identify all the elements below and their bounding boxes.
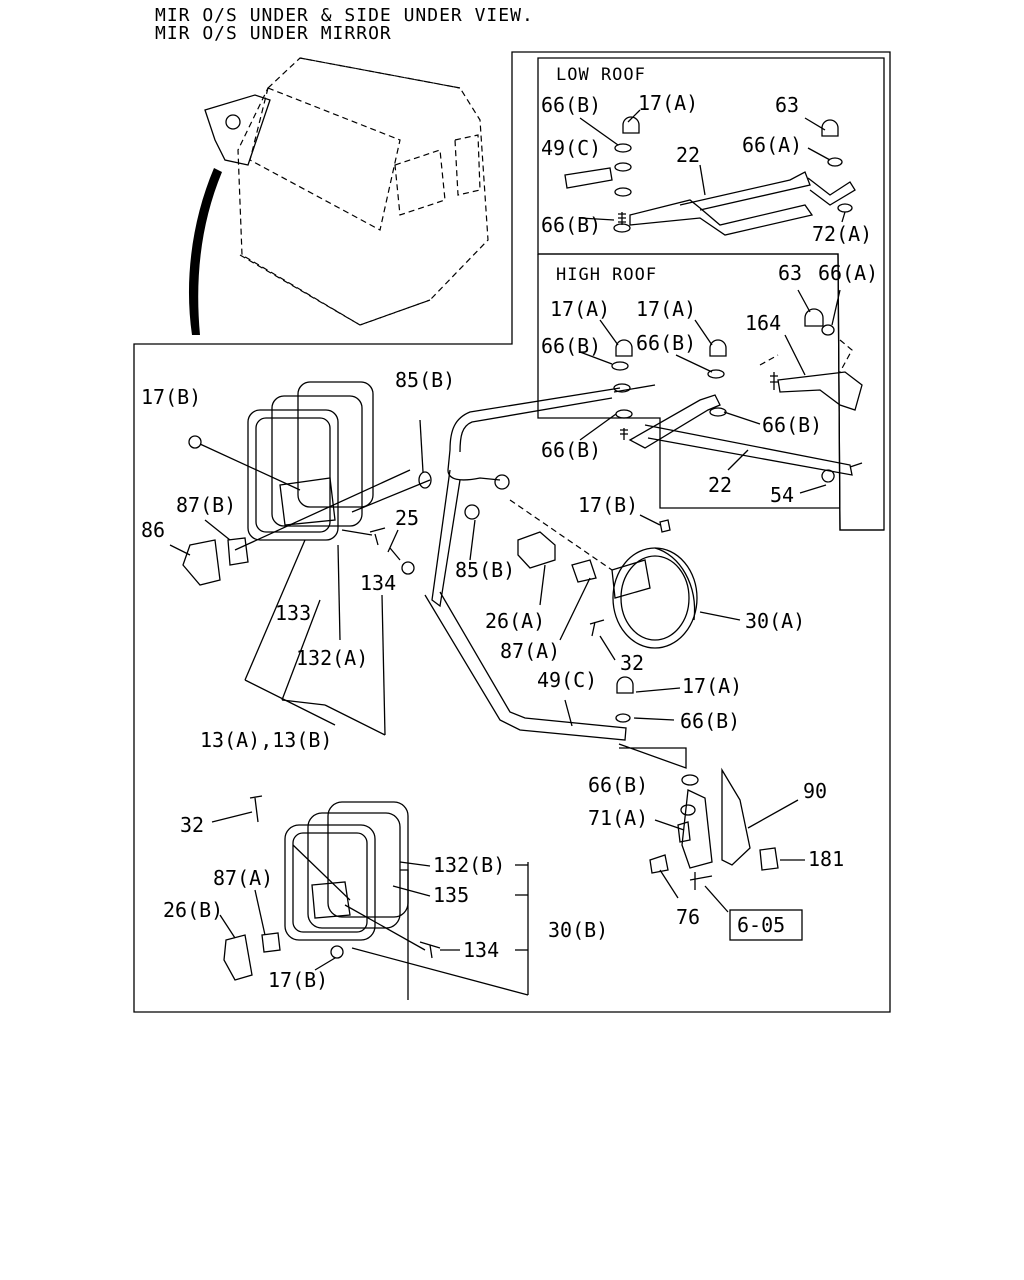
callout-85b: 85(B): [395, 368, 455, 392]
round-mirror: [509, 499, 698, 649]
header-line-1: MIR O/S UNDER & SIDE UNDER VIEW.: [155, 5, 534, 26]
callout-66b: 66(B): [541, 213, 601, 237]
callout-71a: 71(A): [588, 806, 648, 830]
callout-76: 76: [676, 905, 700, 929]
callout-135: 135: [433, 883, 469, 907]
callout-66b: 66(B): [636, 331, 696, 355]
callout-72a: 72(A): [812, 222, 872, 246]
callout-66b: 66(B): [680, 709, 740, 733]
callout-30b: 30(B): [548, 918, 608, 942]
callout-134: 134: [463, 938, 499, 962]
lower-mirror-assembly: [223, 795, 441, 1000]
callout-13a-13b: 13(A),13(B): [200, 728, 332, 752]
callout-63: 63: [775, 93, 799, 117]
callout-86: 86: [141, 518, 165, 542]
mirror-arm-pipe: [424, 387, 627, 741]
callout-66b: 66(B): [541, 438, 601, 462]
callout-6-05[interactable]: 6-05: [737, 913, 785, 937]
cab-overview: [188, 57, 489, 335]
callout-181: 181: [808, 847, 844, 871]
section-low-roof: LOW ROOF: [556, 65, 646, 85]
callout-66b: 66(B): [541, 334, 601, 358]
callout-30a: 30(A): [745, 609, 805, 633]
callout-66a: 66(A): [818, 261, 878, 285]
mirror-bracket: [615, 676, 779, 890]
callout-133: 133: [275, 601, 311, 625]
callout-49c: 49(C): [537, 668, 597, 692]
callout-17a: 17(A): [638, 91, 698, 115]
callout-132b: 132(B): [433, 853, 505, 877]
main-frame: [133, 51, 891, 1013]
callout-49c: 49(C): [541, 136, 601, 160]
high-roof-panel: [538, 253, 884, 531]
leader-lines: [169, 109, 846, 996]
callout-17b: 17(B): [268, 968, 328, 992]
callout-17a: 17(A): [550, 297, 610, 321]
callout-87a: 87(A): [500, 639, 560, 663]
callout-32: 32: [180, 813, 204, 837]
upper-mirror-assembly: [182, 381, 432, 586]
low-roof-stay: [564, 116, 856, 236]
callout-87b: 87(B): [176, 493, 236, 517]
callout-22: 22: [676, 143, 700, 167]
high-roof-inner: [537, 254, 840, 509]
callout-22: 22: [708, 473, 732, 497]
callout-164: 164: [745, 311, 781, 335]
header-line-2: MIR O/S UNDER MIRROR: [155, 23, 392, 44]
callout-85b: 85(B): [455, 558, 515, 582]
callout-17b: 17(B): [578, 493, 638, 517]
callout-87a: 87(A): [213, 866, 273, 890]
callout-25: 25: [395, 506, 419, 530]
callout-66b: 66(B): [588, 773, 648, 797]
callout-17a: 17(A): [682, 674, 742, 698]
callout-90: 90: [803, 779, 827, 803]
callout-66b: 66(B): [762, 413, 822, 437]
reference-box: [729, 909, 803, 941]
callout-17a: 17(A): [636, 297, 696, 321]
callout-66b: 66(B): [541, 93, 601, 117]
callout-26a: 26(A): [485, 609, 545, 633]
section-high-roof: HIGH ROOF: [556, 265, 657, 285]
callout-17b: 17(B): [141, 385, 201, 409]
callout-66a: 66(A): [742, 133, 802, 157]
callout-26b: 26(B): [163, 898, 223, 922]
callout-134: 134: [360, 571, 396, 595]
callout-32: 32: [620, 651, 644, 675]
callout-63: 63: [778, 261, 802, 285]
callout-54: 54: [770, 483, 794, 507]
callout-132a: 132(A): [296, 646, 368, 670]
